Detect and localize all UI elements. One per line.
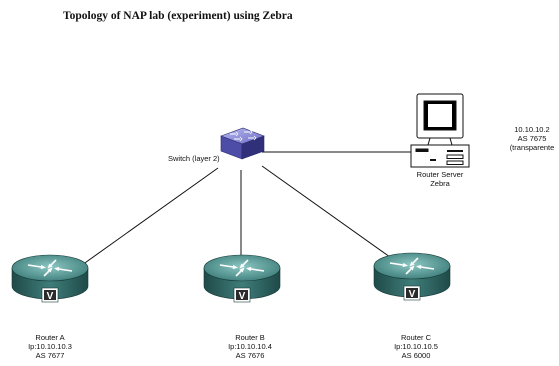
router-icon: V [203, 254, 281, 303]
page-title: Topology of NAP lab (experiment) using Z… [63, 10, 293, 22]
router-ip: Ip:10.10.10.4 [228, 342, 272, 351]
router-server-software: Zebra [430, 179, 450, 188]
network-switch-icon [220, 127, 265, 160]
router-as: AS 7676 [235, 351, 265, 360]
router-server-ip: 10.10.10.2 [514, 125, 550, 134]
router-ip: Ip:10.10.10.5 [394, 342, 438, 351]
svg-text:V: V [409, 289, 416, 300]
switch-label: Switch (layer 2) [168, 154, 220, 163]
router-c-label: Router C Ip:10.10.10.5 AS 6000 [388, 333, 444, 360]
router-server-label: Router Server Zebra [412, 170, 468, 188]
network-links [81, 151, 412, 266]
router-icon: V [373, 252, 451, 301]
router-name: Router A [35, 333, 65, 342]
router-as: AS 6000 [401, 351, 431, 360]
link-switch-router-c [261, 165, 398, 263]
svg-text:V: V [47, 291, 54, 302]
link-switch-router-a [81, 167, 219, 266]
router-name: Router C [400, 333, 431, 342]
router-a-label: Router A Ip:10.10.10.3 AS 7677 [22, 333, 78, 360]
router-server-info: 10.10.10.2 AS 7675 (transparente [505, 125, 559, 152]
router-as: AS 7677 [35, 351, 65, 360]
router-ip: Ip:10.10.10.3 [28, 342, 72, 351]
router-server-mode: (transparente [509, 143, 555, 152]
router-icon: V [11, 254, 89, 303]
svg-text:V: V [239, 291, 246, 302]
workstation-icon [410, 93, 470, 168]
router-b-label: Router B Ip:10.10.10.4 AS 7676 [222, 333, 278, 360]
router-server-as: AS 7675 [517, 134, 547, 143]
router-server-name: Router Server [416, 170, 464, 179]
router-name: Router B [235, 333, 265, 342]
